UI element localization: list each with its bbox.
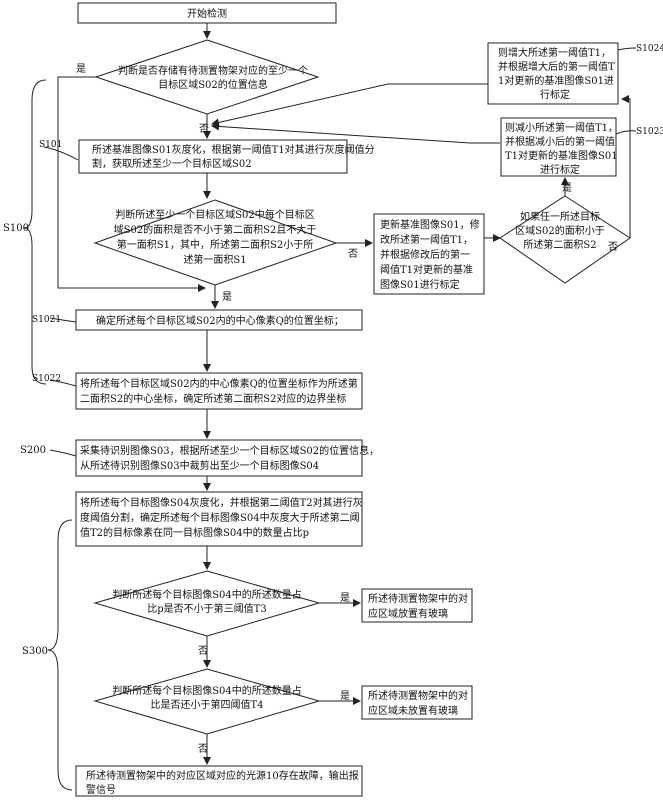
s1024-leader (617, 47, 637, 51)
gray-threshold-box (78, 139, 348, 174)
has-glass-box (361, 588, 473, 623)
edge-yes-small: 是 (562, 182, 572, 194)
update-ref-line-1: 更新基准图像S01，修 (380, 218, 480, 231)
edge-no-area: 否 (348, 248, 358, 260)
s1024-label: S1024 (636, 44, 663, 54)
judge-t3-line-2: 比p是否不小于第三阈值T3 (147, 602, 266, 615)
judge-t4-line-1: 判断所述每个目标图像S04中的所述数量占 (112, 684, 302, 697)
increase-t1-box (487, 42, 619, 105)
s300-label: S300 (22, 646, 48, 657)
center-coord-line-1: 确定所述每个目标区域S02内的中心像素Q的位置坐标； (96, 314, 344, 327)
gray-ratio-line-2: 度阈值分割，确定所述每个目标图像S04中灰度大于所述第二阈 (80, 511, 360, 524)
no-glass-box (361, 685, 473, 720)
gray-ratio-line-3: 值T2的目标像素在同一目标图像S04中的数量占比p (80, 526, 309, 539)
s1021-leader (49, 317, 77, 323)
update-ref-box (373, 213, 485, 295)
center-coord-box (75, 309, 363, 331)
no-glass-line-1: 所述待测置物架中的对 (368, 689, 468, 702)
has-glass-line-2: 应区域放置有玻璃 (368, 607, 448, 620)
judge-area-line-4: 述第一面积S1 (183, 253, 246, 266)
s1023-label: S1023 (636, 127, 663, 137)
decrease-t1-box (500, 117, 617, 177)
decrease-t1-line-3: T1对更新的基准图像S01 (505, 149, 618, 162)
s200-label: S200 (20, 445, 46, 456)
edge-yes-area: 是 (222, 291, 232, 303)
boundary-box (75, 372, 363, 410)
decrease-t1-line-2: 并根据减小后的第一阈值 (505, 135, 615, 148)
s1021-label: S1021 (32, 315, 61, 325)
crop-line-2: 从所述待识别图像S03中裁剪出至少一个目标图像S04 (80, 459, 319, 472)
s1022-label: S1022 (32, 374, 61, 384)
no-glass-line-2: 应区域未放置有玻璃 (368, 704, 458, 717)
increase-t1-line-1: 则增大所述第一阈值T1， (498, 46, 611, 59)
judge-t3-line-1: 判断所述每个目标图像S04中的所述数量占 (112, 588, 302, 601)
judge-t4-line-2: 比是否还小于第四阈值T4 (150, 698, 263, 711)
has-glass-line-1: 所述待测置物架中的对 (368, 592, 468, 605)
boundary-line-2: 二面积S2的中心坐标，确定所述第二面积S2对应的边界坐标 (80, 392, 346, 405)
increase-t1-line-3: 1对更新的基准图像S01进 (498, 74, 614, 87)
judge-area-line-3: 第一面积S1，其中，所述第二面积S2小于所 (117, 238, 313, 251)
update-ref-line-5: 图像S01进行标定 (380, 278, 460, 291)
update-ref-line-4: 阈值T1对更新的基准 (380, 263, 473, 276)
judge-small-line-2: 区域S02的面积小于 (515, 224, 605, 237)
decrease-t1-line-4: 进行标定 (540, 163, 580, 176)
edge-no-t3: 否 (198, 645, 208, 657)
update-ref-line-2: 改所述第一阈值T1， (380, 233, 473, 246)
s100-label: S100 (3, 223, 29, 234)
judge-area-line-1: 判断所述至少一个目标区域S02中每个目标区 (115, 208, 315, 221)
s100-brace (23, 79, 47, 385)
boundary-line-1: 将所述每个目标区域S02内的中心像素Q的位置坐标作为所述第 (80, 377, 358, 390)
judge-info-line-2: 目标区域S02的位置信息 (158, 78, 268, 91)
judge-small-line-1: 如果任一所述目标 (520, 210, 600, 223)
judge-info-diamond (94, 39, 320, 115)
s300-brace (47, 519, 73, 791)
gray-threshold-line-1: 所述基准图像S01灰度化，根据第一阈值T1对其进行灰度阈值分 (92, 143, 375, 156)
gray-ratio-line-1: 将所述每个目标图像S04灰度化，并根据第二阈值T2对其进行灰 (80, 496, 363, 509)
crop-box (75, 439, 363, 477)
start-text: 开始检测 (187, 7, 227, 20)
s101-label: S101 (39, 140, 62, 150)
increase-t1-line-2: 并根据增大后的第一阈值T (498, 60, 615, 73)
update-ref-line-3: 并根据修改后的第一 (380, 248, 470, 261)
s1023-leader (615, 130, 637, 135)
judge-small-line-3: 所述第二面积S2 (523, 238, 596, 251)
s101-leader (43, 146, 79, 161)
judge-info-line-1: 判断是否存储有待测置物架对应的至少一个 (118, 64, 308, 77)
crop-line-1: 采集待识别图像S03，根据所述至少一个目标区域S02的位置信息， (80, 444, 379, 457)
edge-yes-t3: 是 (340, 592, 350, 604)
alarm-line-1: 所述待测置物架中的对应区域对应的光源10存在故障，输出报 (86, 769, 359, 782)
decrease-t1-line-1: 则减小所述第一阈值T1， (505, 121, 618, 134)
gray-threshold-line-2: 割，获取所述至少一个目标区域S02 (92, 157, 252, 170)
edge-yes-stored: 是 (76, 63, 86, 75)
increase-t1-line-4: 行标定 (540, 88, 570, 101)
edge-no-small: 否 (608, 241, 618, 253)
s1022-leader (49, 379, 77, 387)
judge-area-line-2: 域S02的面积是否不小于第二面积S2且不大于 (114, 223, 317, 236)
s200-leader (49, 449, 77, 457)
alarm-line-2: 警信号 (86, 783, 116, 796)
gray-ratio-box (75, 491, 363, 547)
edge-no-stored: 否 (199, 123, 209, 135)
judge-small-diamond (499, 195, 631, 284)
alarm-box (75, 765, 363, 797)
edge-yes-t4: 是 (340, 690, 350, 702)
edge-no-t4: 否 (198, 743, 208, 755)
